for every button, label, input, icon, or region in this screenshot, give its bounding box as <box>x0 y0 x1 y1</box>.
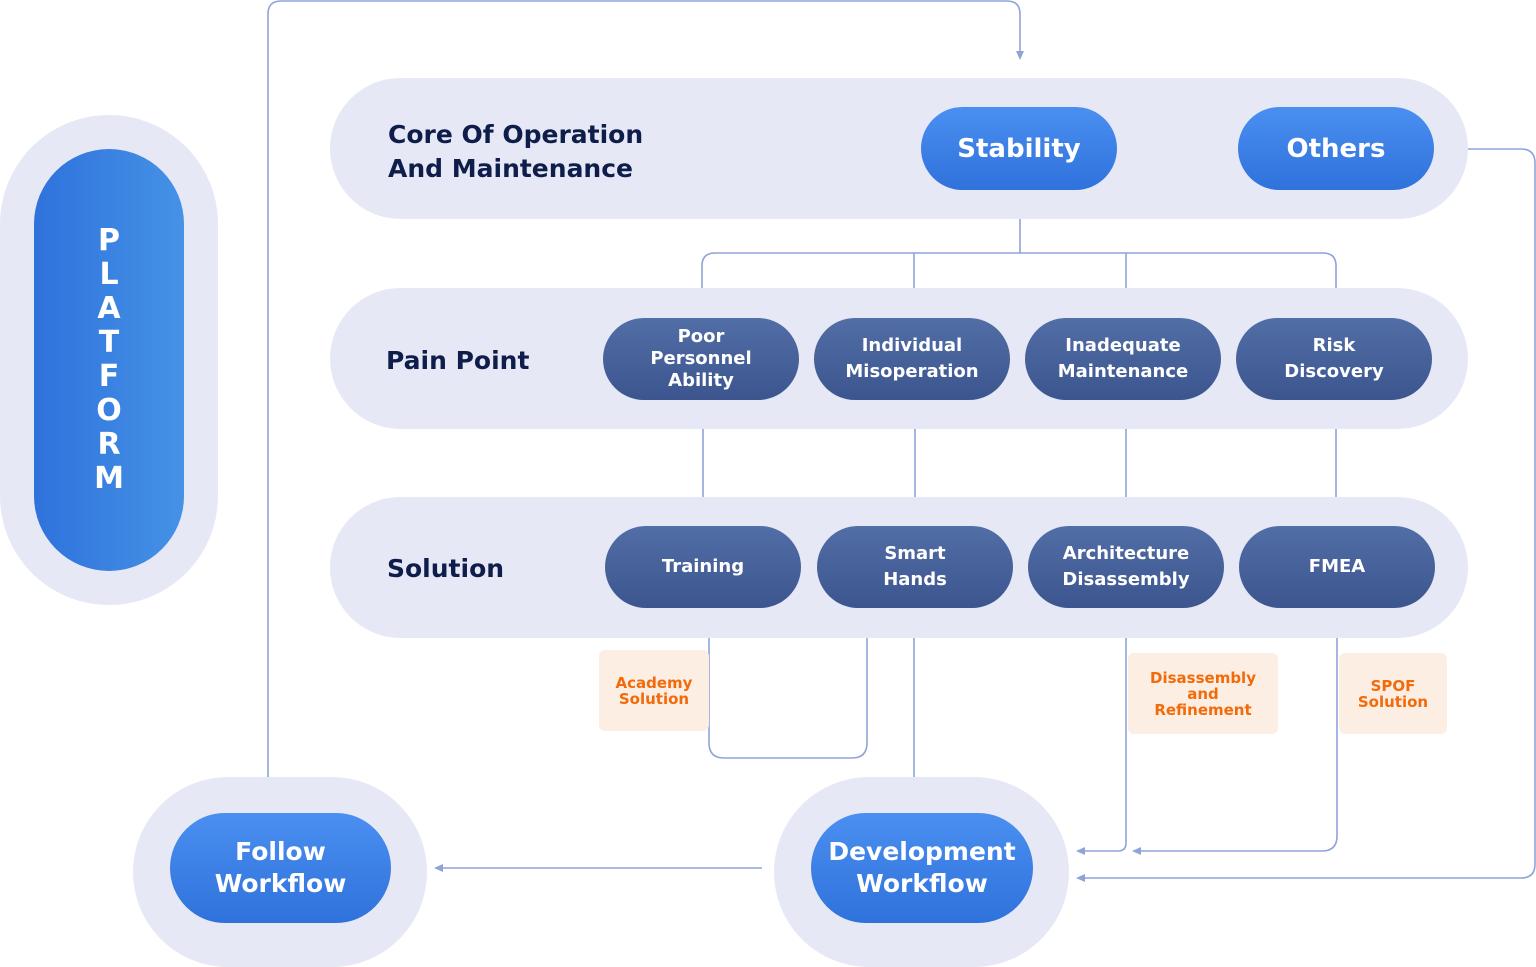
pain-line: Misoperation <box>845 361 979 382</box>
note-line: SPOF <box>1370 676 1416 695</box>
note-academy-solution: Academy Solution <box>599 650 709 731</box>
development-workflow-node[interactable]: Development Workflow <box>811 813 1033 923</box>
note-disassembly-and-refinement: Disassembly and Refinement <box>1128 653 1278 734</box>
solution-smart-hands[interactable]: Smart Hands <box>817 526 1013 608</box>
pain-line: Risk <box>1312 335 1356 356</box>
stability-node[interactable]: Stability <box>921 107 1117 190</box>
note-line: and <box>1187 684 1219 703</box>
platform-letter: L <box>99 257 119 292</box>
others-label: Others <box>1286 133 1386 164</box>
follow-workflow-line1: Follow <box>235 837 326 866</box>
platform-letter: T <box>98 325 120 360</box>
note-spof-solution: SPOF Solution <box>1339 653 1447 734</box>
note-line: Disassembly <box>1150 668 1256 687</box>
note-line: Solution <box>618 689 690 708</box>
core-label-line1: Core Of Operation <box>388 120 644 149</box>
pain-point-individual-misoperation[interactable]: Individual Misoperation <box>814 318 1010 400</box>
solution-row-label: Solution <box>387 554 505 583</box>
core-row-label: Core Of Operation And Maintenance <box>388 118 643 186</box>
solution-architecture-disassembly[interactable]: Architecture Disassembly <box>1028 526 1224 608</box>
note-line: Refinement <box>1154 700 1252 719</box>
connector-fmea-to-dev <box>1132 614 1338 855</box>
stability-label: Stability <box>957 133 1081 164</box>
solution-line: Smart <box>884 543 946 564</box>
platform-letter: M <box>94 461 124 496</box>
platform-letter: O <box>96 393 122 428</box>
connector-architecture-to-dev <box>1076 614 1127 855</box>
solution-line: FMEA <box>1308 556 1366 577</box>
solution-line: Training <box>661 556 745 577</box>
solution-fmea[interactable]: FMEA <box>1239 526 1435 608</box>
others-node[interactable]: Others <box>1238 107 1434 190</box>
note-line: Academy <box>615 673 693 692</box>
platform-letter: A <box>97 291 121 326</box>
solution-line: Disassembly <box>1062 569 1190 590</box>
connector-others-to-dev <box>1076 148 1536 882</box>
pain-point-poor-personnel-ability[interactable]: Poor Personnel Ability <box>603 318 799 400</box>
follow-workflow-node[interactable]: Follow Workflow <box>170 813 391 923</box>
follow-workflow-line2: Workflow <box>214 869 347 898</box>
platform-letter: R <box>97 427 121 462</box>
pain-point-risk-discovery[interactable]: Risk Discovery <box>1236 318 1432 400</box>
solution-training[interactable]: Training <box>605 526 801 608</box>
pain-line: Poor <box>677 326 725 347</box>
pain-line: Individual <box>861 335 963 356</box>
platform-letter: F <box>98 359 120 394</box>
solution-line: Hands <box>883 569 947 590</box>
pain-line: Personnel <box>650 348 752 369</box>
development-workflow-line1: Development <box>828 837 1016 866</box>
pain-point-inadequate-maintenance[interactable]: Inadequate Maintenance <box>1025 318 1221 400</box>
pain-line: Maintenance <box>1057 361 1189 382</box>
platform-letter: P <box>98 223 120 258</box>
pain-line: Ability <box>668 370 734 391</box>
connector-follow-to-core <box>267 0 1024 808</box>
connector-training-to-smarthands <box>708 614 871 759</box>
pain-line: Inadequate <box>1065 335 1181 356</box>
development-workflow-line2: Workflow <box>856 869 988 898</box>
note-line: Solution <box>1357 692 1429 711</box>
solution-line: Architecture <box>1062 543 1190 564</box>
pain-line: Discovery <box>1284 361 1384 382</box>
core-label-line2: And Maintenance <box>388 154 634 183</box>
pain-point-row-label: Pain Point <box>386 346 530 375</box>
